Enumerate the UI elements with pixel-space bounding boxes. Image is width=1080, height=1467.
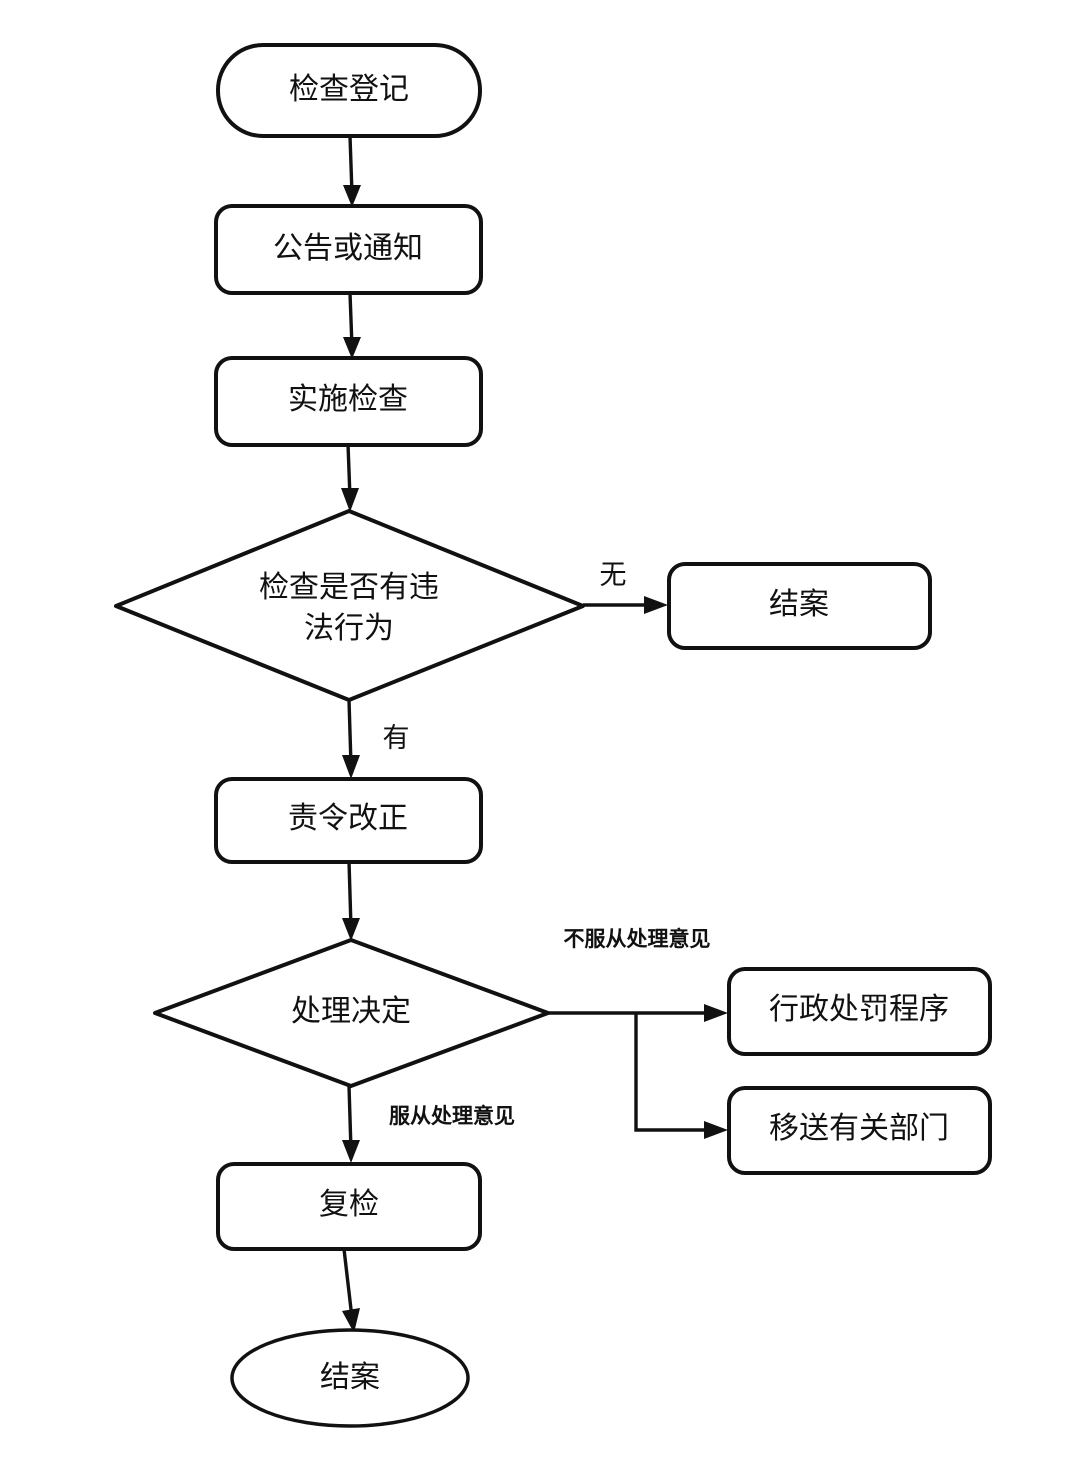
edge-decision-to-transfer-department: [634, 1013, 712, 1132]
arrowhead-icon: [341, 488, 359, 512]
node-close-case-top-shape: [667, 562, 932, 650]
node-announcement-or-notice-shape: [214, 204, 483, 295]
node-announcement-or-notice-label: 公告或通知: [273, 232, 423, 265]
node-conduct-inspection[interactable]: 实施检查: [214, 356, 483, 447]
node-transfer-to-department[interactable]: 移送有关部门: [727, 1086, 992, 1175]
node-handling-decision-shape: [153, 938, 550, 1088]
connectors-layer: [341, 135, 728, 1333]
node-handling-decision-label: 处理决定: [291, 995, 411, 1028]
node-violation-decision-shape: [114, 509, 585, 702]
edge-label-has-violation: 有: [383, 723, 410, 753]
arrowhead-icon: [704, 1004, 728, 1022]
node-close-case-final[interactable]: 结案: [230, 1328, 470, 1428]
node-handling-decision[interactable]: 处理决定: [153, 938, 550, 1088]
node-order-rectification-shape: [214, 777, 483, 864]
edge-inspection-register-to-notice: [348, 135, 354, 195]
node-inspection-register[interactable]: 检查登记: [216, 43, 482, 138]
node-announcement-or-notice[interactable]: 公告或通知: [214, 204, 483, 295]
node-transfer-to-department-shape: [727, 1086, 992, 1175]
arrowhead-icon: [342, 1308, 360, 1333]
edge-label-reject-decision: 不服从处理意见: [564, 927, 711, 951]
arrowhead-icon: [342, 1140, 360, 1163]
node-close-case-final-shape: [230, 1328, 470, 1428]
edge-label-accept-decision: 服从处理意见: [389, 1104, 515, 1128]
node-inspection-register-shape: [216, 43, 482, 138]
edge-label-no-violation: 无: [600, 560, 627, 590]
arrowhead-icon: [342, 918, 360, 941]
arrowhead-icon: [644, 596, 668, 614]
node-violation-decision-label-line1: 检查是否有违: [259, 571, 439, 604]
node-violation-decision-label-line2: 法行为: [304, 612, 394, 645]
node-administrative-penalty-procedure-label: 行政处罚程序: [769, 993, 949, 1026]
node-order-rectification[interactable]: 责令改正: [214, 777, 483, 864]
node-conduct-inspection-label: 实施检查: [288, 383, 408, 416]
node-close-case-top[interactable]: 结案: [667, 562, 932, 650]
node-recheck[interactable]: 复检: [216, 1162, 482, 1251]
node-administrative-penalty-procedure-shape: [727, 967, 992, 1056]
edge-decision-to-recheck: [347, 1085, 353, 1151]
node-inspection-register-label: 检查登记: [289, 73, 409, 106]
node-recheck-label: 复检: [319, 1188, 379, 1221]
node-close-case-final-label: 结案: [320, 1361, 380, 1394]
node-transfer-to-department-label: 移送有关部门: [769, 1112, 949, 1145]
edge-has-violation-to-rectify: [347, 699, 353, 766]
arrowhead-icon: [342, 755, 360, 779]
edge-recheck-to-final-close: [342, 1248, 354, 1319]
node-violation-decision[interactable]: 检查是否有违 法行为: [114, 509, 585, 702]
arrowhead-icon: [343, 185, 361, 207]
node-order-rectification-label: 责令改正: [288, 802, 408, 835]
node-administrative-penalty-procedure[interactable]: 行政处罚程序: [727, 967, 992, 1056]
node-conduct-inspection-shape: [214, 356, 483, 447]
edge-rectify-to-decision: [347, 860, 353, 929]
node-close-case-top-label: 结案: [769, 588, 829, 621]
node-recheck-shape: [216, 1162, 482, 1251]
arrowhead-icon: [704, 1121, 728, 1139]
arrowhead-icon: [343, 337, 361, 359]
